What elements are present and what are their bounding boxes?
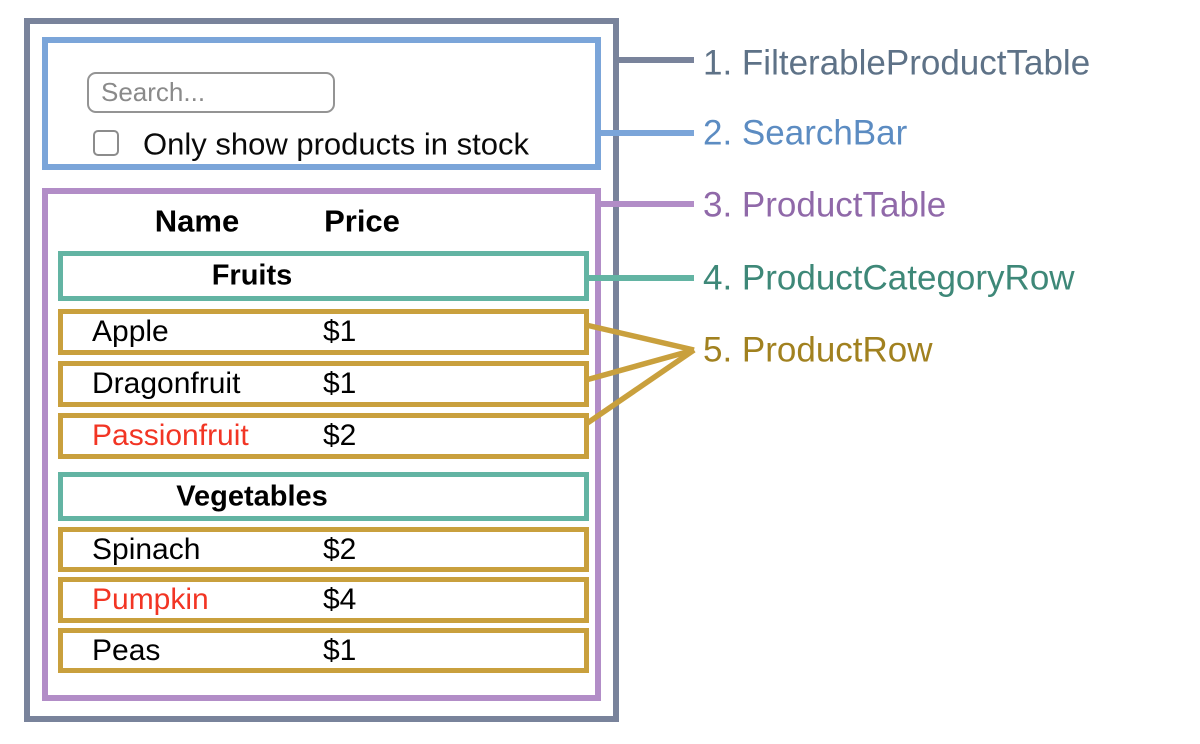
category-label: Vegetables	[176, 480, 328, 512]
search-bar-box	[42, 37, 601, 170]
product-row-peas: Peas $1	[58, 628, 589, 673]
category-row-vegetables: Vegetables	[58, 472, 589, 521]
product-row-apple: Apple $1	[58, 309, 589, 355]
product-name: Passionfruit	[92, 419, 249, 452]
product-name: Dragonfruit	[92, 367, 241, 400]
legend-item-search-bar: 2. SearchBar	[703, 113, 908, 153]
product-price: $2	[323, 419, 357, 452]
product-table-box	[42, 188, 601, 701]
category-label: Fruits	[211, 259, 293, 292]
category-row-fruits: Fruits	[58, 251, 589, 301]
product-price: $2	[323, 532, 357, 566]
product-price: $4	[323, 583, 357, 616]
product-row-pumpkin: Pumpkin $4	[58, 577, 589, 623]
legend-item-product-row: 5. ProductRow	[703, 330, 933, 370]
column-header-price: Price	[324, 203, 400, 239]
product-name: Peas	[92, 633, 161, 667]
product-row-dragonfruit: Dragonfruit $1	[58, 361, 589, 407]
column-header-name: Name	[154, 203, 240, 239]
product-name: Apple	[92, 315, 169, 348]
product-name: Spinach	[92, 532, 201, 566]
legend-item-filterable-product-table: 1. FilterableProductTable	[703, 43, 1091, 83]
legend-item-product-table: 3. ProductTable	[703, 185, 947, 225]
product-row-spinach: Spinach $2	[58, 527, 589, 572]
search-input[interactable]	[87, 72, 335, 113]
product-price: $1	[323, 315, 357, 348]
product-price: $1	[323, 367, 357, 400]
product-price: $1	[323, 633, 357, 667]
in-stock-checkbox-label: Only show products in stock	[143, 126, 529, 162]
product-row-passionfruit: Passionfruit $2	[58, 413, 589, 459]
in-stock-checkbox[interactable]	[93, 130, 119, 156]
legend-item-product-category-row: 4. ProductCategoryRow	[703, 258, 1075, 298]
product-name: Pumpkin	[92, 583, 209, 616]
